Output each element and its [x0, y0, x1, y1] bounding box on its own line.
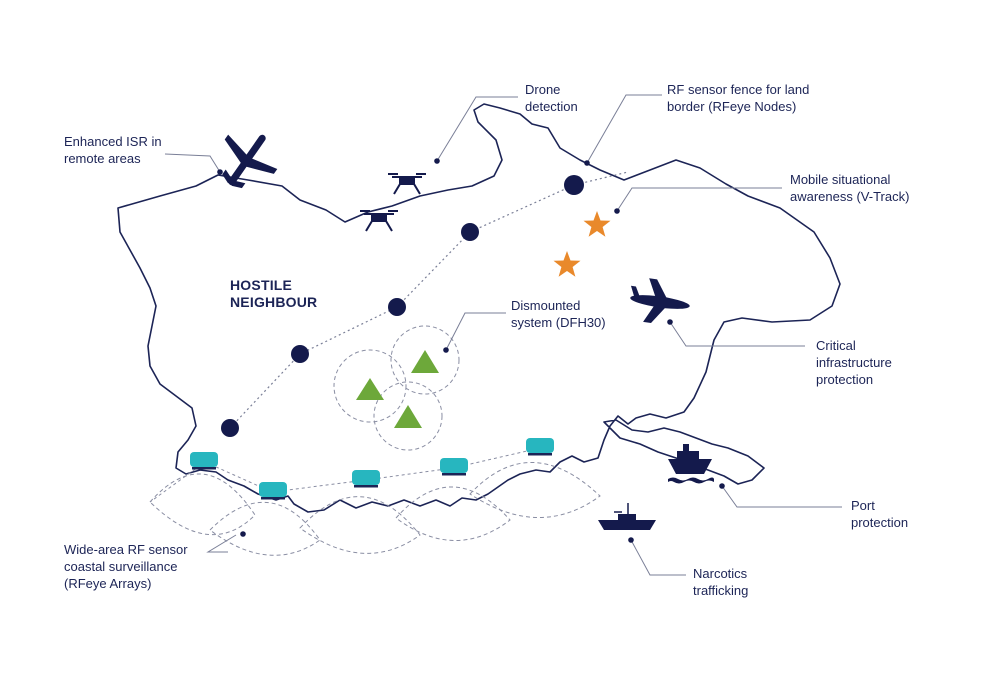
- label-line: infrastructure: [816, 355, 892, 370]
- region-label: HOSTILE NEIGHBOUR: [230, 277, 317, 311]
- map-outline: [117, 103, 841, 513]
- label-line: RF sensor fence for land: [667, 82, 810, 97]
- quadcopter-icon: [360, 210, 398, 232]
- rfeye-arrays: [190, 438, 554, 500]
- rf-fence-path: [229, 171, 629, 429]
- label-fence: RF sensor fence for land border (RFeye N…: [667, 81, 809, 115]
- label-line: trafficking: [693, 583, 749, 598]
- uav-icon: [222, 134, 278, 189]
- rfeye-node-icon: [291, 345, 309, 363]
- rfeye-array-icon: [259, 482, 287, 500]
- rfeye-array-icon: [352, 470, 380, 488]
- label-narcotics: Narcotics trafficking: [693, 565, 748, 599]
- label-line: protection: [851, 515, 909, 530]
- leader-lines: [164, 94, 842, 576]
- label-line: Port: [851, 498, 875, 513]
- label-coastal: Wide-area RF sensor coastal surveillance…: [64, 541, 188, 592]
- label-line: remote areas: [64, 151, 141, 166]
- label-critical: Critical infrastructure protection: [816, 337, 892, 388]
- quadcopter-icon: [388, 173, 426, 195]
- rfeye-node-icon: [461, 223, 479, 241]
- dfh30-coverage: [333, 325, 460, 451]
- label-line: Enhanced ISR in: [64, 134, 162, 149]
- label-line: awareness (V-Track): [790, 189, 910, 204]
- label-mobile: Mobile situational awareness (V-Track): [790, 171, 909, 205]
- rfeye-node-icon: [221, 419, 239, 437]
- triangle-marker-icon: [394, 405, 422, 428]
- label-line: system (DFH30): [511, 315, 606, 330]
- label-line: detection: [525, 99, 578, 114]
- label-line: (RFeye Arrays): [64, 576, 152, 591]
- rfeye-node-icon: [388, 298, 406, 316]
- region-label-line-2: NEIGHBOUR: [230, 294, 318, 310]
- label-line: Critical: [816, 338, 856, 353]
- rfeye-array-icon: [190, 452, 218, 470]
- label-isr: Enhanced ISR in remote areas: [64, 133, 162, 167]
- cruise-ship-icon: [668, 444, 714, 484]
- label-line: Mobile situational: [790, 172, 891, 187]
- coastal-coverage-arcs: [149, 462, 601, 556]
- triangle-marker-icon: [356, 378, 384, 400]
- star-marker-icon: [553, 251, 581, 277]
- label-line: Drone: [525, 82, 561, 97]
- label-drone: Drone detection: [525, 81, 578, 115]
- label-dismounted: Dismounted system (DFH30): [511, 297, 606, 331]
- star-marker-icon: [583, 211, 611, 237]
- label-line: border (RFeye Nodes): [667, 99, 797, 114]
- label-line: Narcotics: [693, 566, 748, 581]
- rfeye-array-icon: [440, 458, 468, 476]
- rfeye-array-icon: [526, 438, 554, 456]
- patrol-boat-icon: [598, 503, 656, 530]
- label-line: coastal surveillance: [64, 559, 178, 574]
- leader-dots: [217, 158, 725, 543]
- label-line: protection: [816, 372, 874, 387]
- label-port: Port protection: [851, 497, 908, 531]
- label-line: Dismounted: [511, 298, 581, 313]
- airplane-icon: [630, 278, 690, 323]
- label-line: Wide-area RF sensor: [64, 542, 188, 557]
- triangle-marker-icon: [411, 350, 439, 373]
- region-label-line-1: HOSTILE: [230, 277, 293, 293]
- rfeye-node-icon: [564, 175, 584, 195]
